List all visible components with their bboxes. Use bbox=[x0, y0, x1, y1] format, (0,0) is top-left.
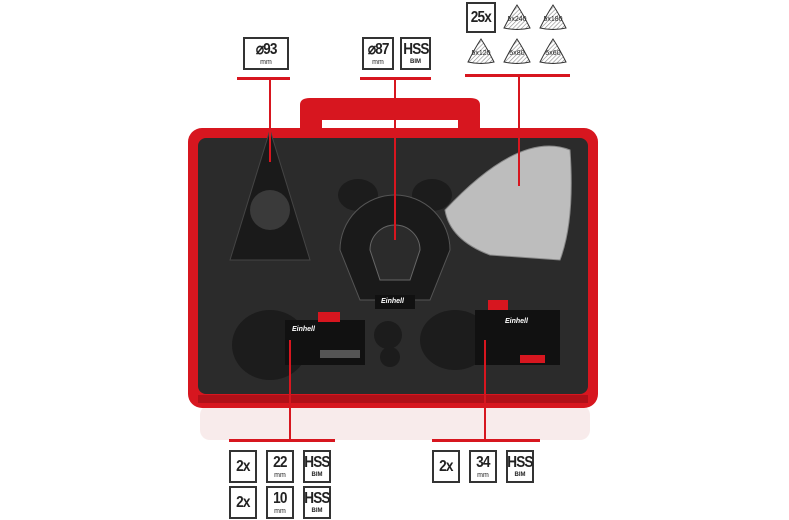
callout-line bbox=[289, 340, 291, 440]
sanding-sheet-grit-icon: 5x240 bbox=[503, 4, 531, 30]
count-value: 2x bbox=[439, 457, 453, 475]
count-label: 2x bbox=[432, 450, 460, 483]
grit-label: 5x80 bbox=[509, 50, 525, 57]
count-label: 2x bbox=[229, 450, 257, 483]
material-value: HSS bbox=[304, 490, 330, 507]
unit-label: mm bbox=[274, 507, 286, 515]
sanding-sheets bbox=[444, 145, 572, 261]
brand-logo-text: Einhell bbox=[505, 318, 528, 325]
material-value: HSS bbox=[507, 454, 533, 471]
sanding-sheet-grit-icon: 5x80 bbox=[503, 38, 531, 64]
width-value: 10 bbox=[273, 489, 287, 507]
material-sub: BIM bbox=[410, 59, 421, 65]
unit-label: mm bbox=[372, 58, 384, 66]
callout-line bbox=[229, 439, 335, 442]
diameter-value: ⌀93 bbox=[255, 40, 278, 58]
sanding-sheet-grit-icon: 5x120 bbox=[467, 38, 495, 64]
width-value: 22 bbox=[273, 453, 287, 471]
grit-label: 5x120 bbox=[471, 50, 491, 57]
count-value: 2x bbox=[236, 457, 250, 475]
callout-line bbox=[518, 74, 520, 186]
diameter-93-label: ⌀93 mm bbox=[243, 37, 289, 70]
grit-label: 5x60 bbox=[545, 50, 561, 57]
count-label: 2x bbox=[229, 486, 257, 519]
hss-bim-label: HSS BIM bbox=[400, 37, 431, 70]
material-value: HSS bbox=[304, 454, 330, 471]
sanding-sheet-grit-icon: 5x60 bbox=[539, 38, 567, 64]
brand-logo-text: Einhell bbox=[292, 326, 315, 333]
callout-line bbox=[432, 439, 540, 442]
diameter-value: ⌀87 bbox=[367, 40, 390, 58]
material-sub: BIM bbox=[311, 472, 323, 478]
unit-label: mm bbox=[477, 471, 489, 479]
material-sub: BIM bbox=[514, 472, 526, 478]
material-value: HSS bbox=[402, 41, 429, 58]
grit-label: 5x240 bbox=[507, 16, 527, 23]
callout-line bbox=[484, 340, 486, 440]
brand-logo-text: Einhell bbox=[381, 298, 404, 305]
grit-label: 5x180 bbox=[543, 16, 563, 23]
unit-label: mm bbox=[274, 471, 286, 479]
count-25x-label: 25x bbox=[466, 2, 496, 33]
callout-line bbox=[394, 77, 396, 240]
callout-line bbox=[465, 74, 570, 77]
sanding-sheet-grit-icon: 5x180 bbox=[539, 4, 567, 30]
count-value: 25x bbox=[470, 8, 492, 26]
width-value: 34 bbox=[476, 453, 490, 471]
unit-label: mm bbox=[260, 58, 272, 66]
count-value: 2x bbox=[236, 493, 250, 511]
callout-line bbox=[269, 77, 271, 162]
diameter-87-label: ⌀87 mm bbox=[362, 37, 394, 70]
material-sub: BIM bbox=[311, 508, 323, 514]
callout-line bbox=[237, 77, 290, 80]
